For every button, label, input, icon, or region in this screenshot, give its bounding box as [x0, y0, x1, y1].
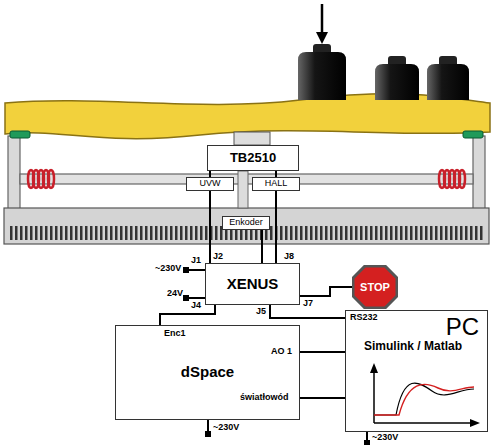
linear-rail [4, 208, 489, 244]
controller-box: dSpace [115, 325, 300, 420]
pc-box: PCSimulink / Matlab [345, 310, 488, 432]
box-label: dSpace [181, 364, 234, 381]
box-label: Enkoder [229, 218, 263, 228]
box-label: HALL [265, 179, 288, 189]
encoder-tag: Enkoder [222, 216, 270, 230]
frame-post [8, 136, 20, 211]
pin-name: J5 [256, 307, 266, 317]
software-name: Simulink / Matlab [364, 340, 479, 353]
pin-name: J7 [303, 299, 313, 309]
motor-box: TB2510 [207, 145, 299, 171]
pin-name: J8 [284, 252, 294, 262]
signal-wire [270, 305, 345, 318]
signal-wire [300, 397, 345, 399]
cable-tag: HALL [252, 177, 300, 191]
supply-label: ~230V [372, 433, 398, 443]
supply-label: 24V [167, 289, 183, 299]
box-label: TB2510 [230, 151, 276, 165]
box-label: UVW [200, 179, 221, 189]
box-label: STOP [360, 281, 390, 293]
frame-post [473, 136, 485, 211]
pin-name: J2 [213, 252, 223, 262]
signal-wire [261, 230, 263, 263]
motor-column [238, 171, 248, 208]
signal-wire [300, 351, 345, 353]
weight [375, 56, 419, 100]
drive-box: XENUS [205, 263, 300, 305]
supply-label: ~230V [155, 264, 181, 274]
supply-label: ~230V [213, 423, 239, 433]
signal-wire [160, 305, 215, 325]
stop-button: STOP [352, 265, 398, 309]
beam-mount [234, 132, 270, 145]
signal-wire [209, 191, 211, 263]
weight [427, 56, 469, 100]
beam-support [463, 131, 483, 138]
signal-wire [275, 191, 277, 263]
pc-title: PC [354, 314, 479, 340]
beam-support [10, 131, 30, 138]
signal-wire [300, 287, 352, 296]
pin-name: J1 [191, 256, 201, 266]
load-arrow [316, 4, 328, 44]
box-label: XENUS [227, 276, 279, 293]
cable-tag: UVW [186, 177, 234, 191]
weight [298, 44, 346, 100]
pin-name: J4 [191, 301, 201, 311]
